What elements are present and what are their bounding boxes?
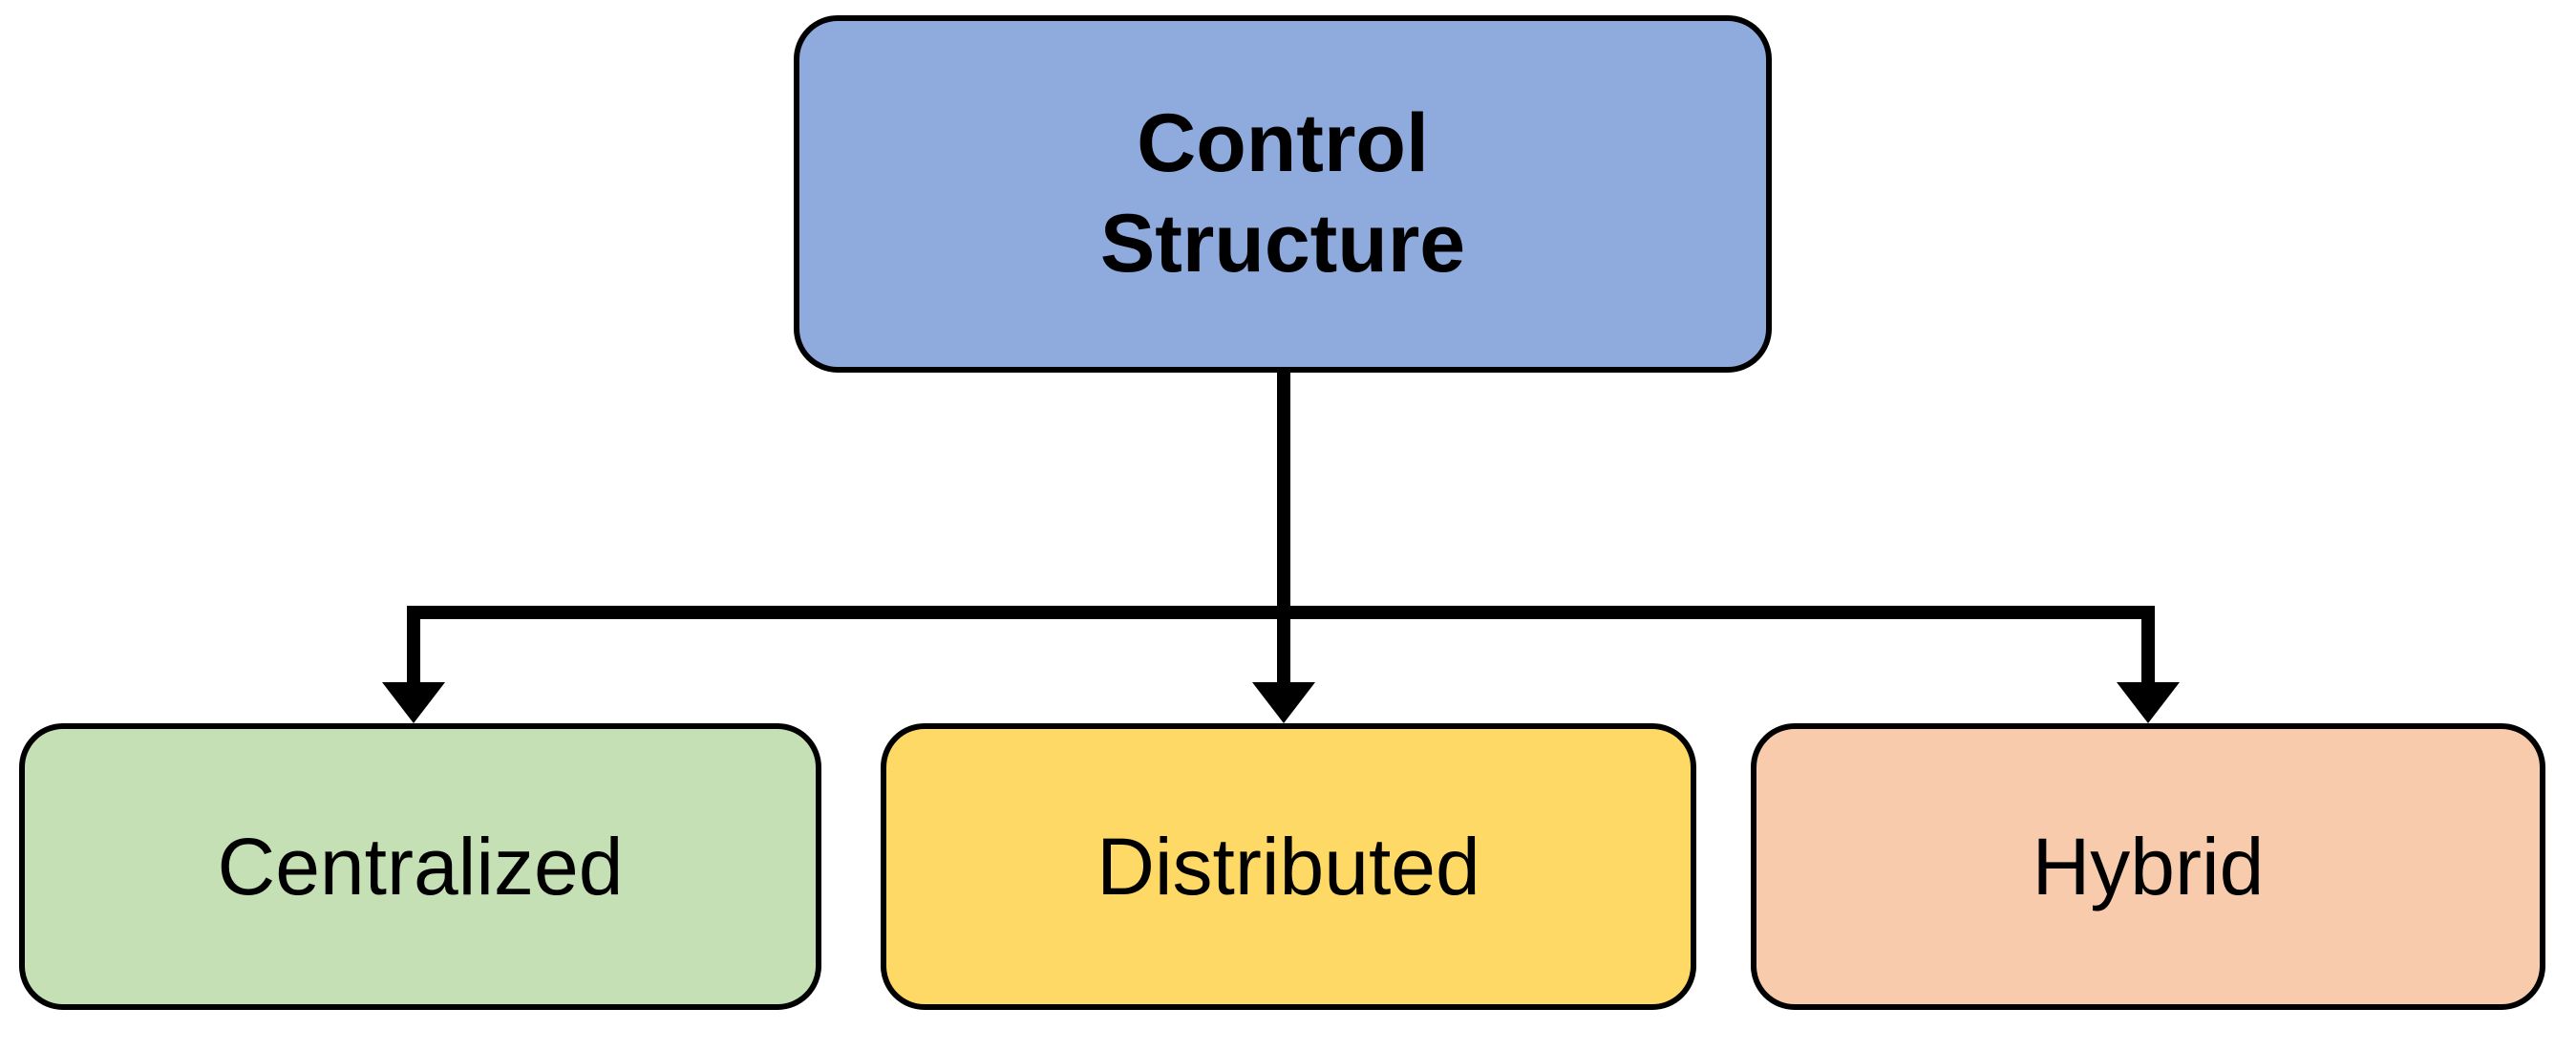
node-distributed-label: Distributed [1096, 821, 1480, 912]
node-hybrid[interactable]: Hybrid [1751, 723, 2545, 1010]
node-control-structure-label: Control Structure [1099, 97, 1466, 290]
edge-stem-hybrid [2141, 606, 2155, 688]
edge-root-trunk [1277, 371, 1290, 613]
node-centralized-label: Centralized [217, 821, 624, 912]
arrowhead-distributed [1252, 682, 1315, 723]
arrowhead-centralized [382, 682, 445, 723]
edge-stem-centralized [407, 606, 420, 688]
node-hybrid-label: Hybrid [2032, 821, 2265, 912]
arrowhead-hybrid [2117, 682, 2180, 723]
node-control-structure[interactable]: Control Structure [794, 15, 1772, 373]
node-distributed[interactable]: Distributed [881, 723, 1696, 1010]
edge-stem-distributed [1277, 606, 1290, 688]
edge-bus-bar [407, 606, 2155, 619]
node-centralized[interactable]: Centralized [19, 723, 821, 1010]
